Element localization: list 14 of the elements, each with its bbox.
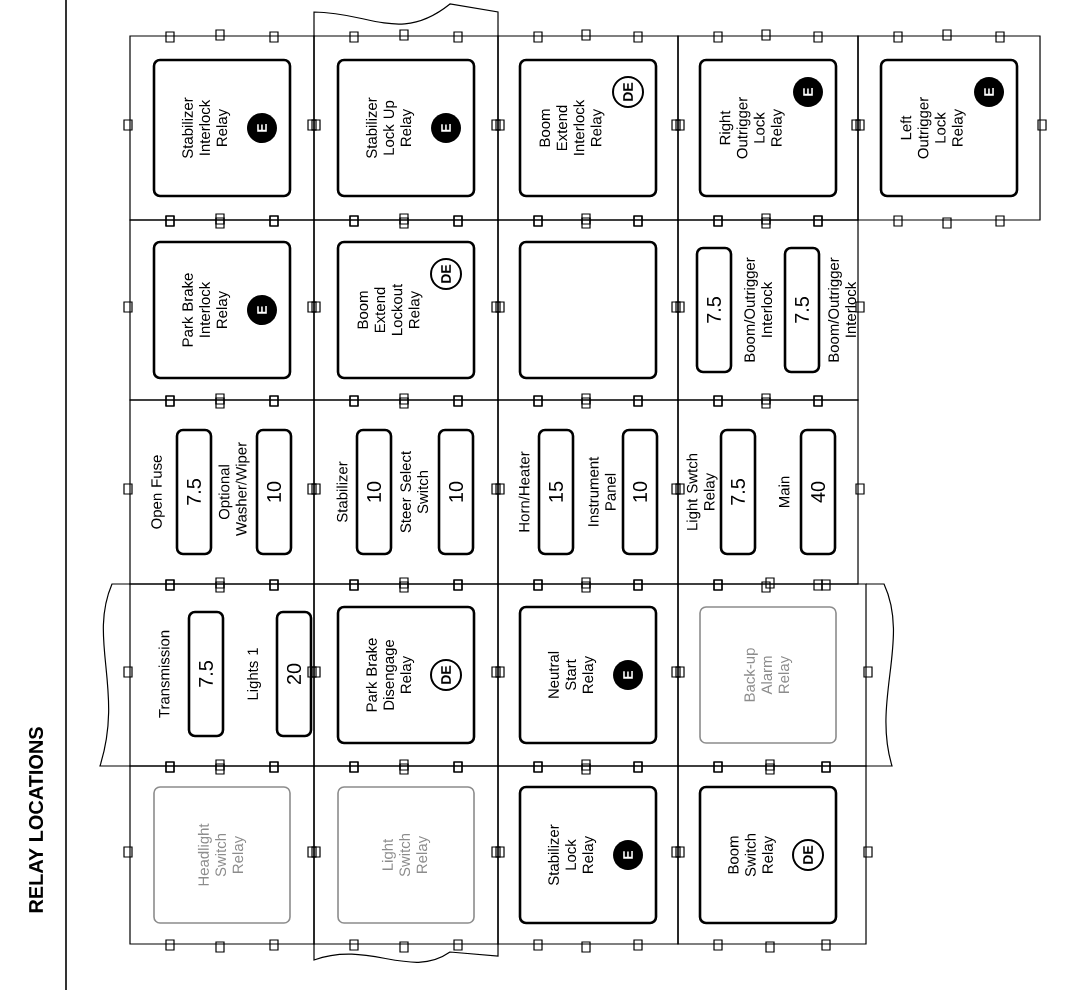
fuse: 10 bbox=[255, 428, 293, 556]
fuse: 20 bbox=[275, 610, 313, 738]
fuse: 7.5 bbox=[719, 428, 757, 556]
fuse: 7.5 bbox=[187, 610, 225, 738]
title: RELAY LOCATIONS bbox=[28, 727, 44, 913]
fuse: 10 bbox=[621, 428, 659, 556]
empty-socket bbox=[518, 240, 658, 380]
fuse: 7.5 bbox=[783, 246, 821, 374]
fuse: 15 bbox=[537, 428, 575, 556]
fuse: 10 bbox=[355, 428, 393, 556]
fuse: 40 bbox=[799, 428, 837, 556]
fuse: 7.5 bbox=[695, 246, 733, 374]
fuse: 10 bbox=[437, 428, 475, 556]
fuse: 7.5 bbox=[175, 428, 213, 556]
